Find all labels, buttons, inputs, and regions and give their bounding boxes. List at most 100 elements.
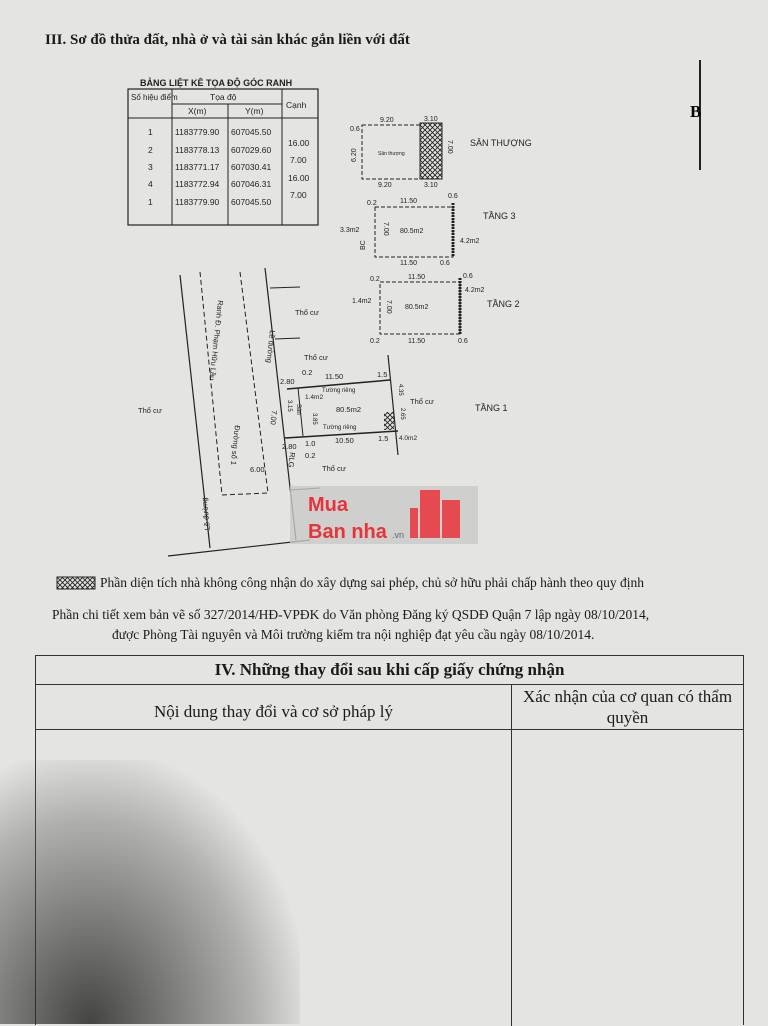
diagram-label: 3 [148, 162, 153, 172]
diagram-label: 0.6 [350, 126, 360, 133]
diagram-label: 11.50 [400, 260, 417, 267]
diagram-label: 3.10 [424, 182, 438, 189]
diagram-label: 0.2 [370, 338, 380, 345]
diagram-label: TẦNG 2 [487, 299, 520, 309]
diagram-label: Y(m) [245, 106, 264, 116]
table-row: 3 1183771.17 607030.41 [148, 162, 271, 172]
diagram-label: 1183772.94 [175, 179, 220, 189]
diagram-label: 11.50 [408, 274, 425, 281]
diagram-label: 0.2 [305, 451, 315, 460]
changes-cell [36, 730, 512, 1026]
diagram-label: 0.2 [370, 276, 380, 283]
section4-changes-table: IV. Những thay đổi sau khi cấp giấy chứn… [35, 655, 744, 1026]
diagram-label: 0.2 [302, 368, 312, 377]
diagram-label: Thổ cư [322, 464, 346, 473]
diagram-label: 607046.31 [231, 179, 271, 189]
diagram-label: Tường riêng [322, 388, 355, 394]
legend-note: Phần diện tích nhà không công nhận do xâ… [100, 575, 645, 590]
diagram-label: .vn [392, 530, 404, 540]
diagram-label: 0.6 [448, 193, 458, 200]
diagram-label: 0.6 [440, 260, 450, 267]
floor-rooftop: 9.20 3.10 9.20 3.10 0.6 6.20 Sân thượng … [350, 116, 532, 189]
diagram-label: 4.0m2 [399, 435, 417, 442]
confirmation-cell [512, 730, 743, 1026]
diagram-label: 2.65 [399, 408, 405, 420]
diagram-label: 11.50 [400, 198, 417, 205]
diagram-label: 1.4m2 [352, 298, 372, 305]
diagram-label: 1.5 [378, 434, 388, 443]
diagram-label: 1183779.90 [175, 127, 220, 137]
diagram-label: X(m) [188, 106, 207, 116]
diagram-label: 0.6 [458, 338, 468, 345]
diagram-label: 607030.41 [231, 162, 271, 172]
diagram-label: 80.5m2 [336, 405, 361, 414]
section3-title: III. Sơ đồ thửa đất, nhà ở và tài sản kh… [45, 32, 410, 48]
column-header-changes: Nội dung thay đổi và cơ sở pháp lý [36, 685, 512, 729]
diagram-label: 1.0 [305, 439, 315, 448]
diagram-label: Lề đường [265, 330, 277, 364]
diagram-label: 6.00 [250, 465, 265, 474]
diagram-label: Đường số 1 [229, 425, 242, 466]
diagram-label: 10.50 [335, 436, 354, 445]
diagram-label: 1 [148, 127, 153, 137]
diagram-label: 4 [148, 179, 153, 189]
diagram-label: 1183779.90 [175, 197, 220, 207]
diagram-label: Lề đường [200, 497, 212, 531]
diagram-label: 80.5m2 [400, 228, 423, 235]
diagram-label: 607045.50 [231, 127, 271, 137]
diagram-label: 11.50 [325, 372, 343, 381]
diagram-label: B [690, 102, 701, 121]
diagram-label: TẦNG 1 [475, 403, 508, 413]
diagram-label: Cạnh [286, 100, 307, 110]
diagram-label: 0.2 [367, 200, 377, 207]
diagram-label: 1183771.17 [175, 162, 220, 172]
diagram-label: 607029.60 [231, 145, 271, 155]
diagram-label: Số hiệu điểm [131, 93, 178, 102]
diagram-label: 2.80 [282, 442, 297, 451]
diagram-label: 11.50 [408, 338, 425, 345]
table-row: 1 1183779.90 607045.50 [148, 127, 271, 137]
diagram-label: 6.20 [351, 148, 358, 162]
diagram-label: Ban nha [308, 521, 388, 543]
diagram-label: 16.00 [288, 173, 310, 183]
diagram-label: 0.6 [463, 273, 473, 280]
diagram-label: 1.4m2 [305, 394, 323, 401]
floor-2: 11.50 11.50 0.2 0.2 0.6 0.6 80.5m2 1.4m2… [352, 273, 520, 345]
diagram-label: Mua [308, 494, 349, 516]
legend-hatch-swatch [56, 576, 96, 590]
watermark-logo: Mua Ban nha .vn [290, 486, 478, 544]
diagram-label: Tọa độ [210, 92, 237, 102]
diagram-label: 4.2m2 [460, 238, 480, 245]
column-header-confirmation: Xác nhận của cơ quan có thẩm quyền [522, 687, 733, 727]
diagram-label: 3.15 [286, 400, 292, 412]
photo-shadow [0, 760, 300, 1024]
diagram-label: 80.5m2 [405, 304, 428, 311]
diagram-label: 7.00 [290, 190, 307, 200]
corner-marker: B [690, 60, 701, 170]
diagram-label: BẢNG LIỆT KÊ TỌA ĐỘ GÓC RANH [140, 77, 292, 88]
table-row: 4 1183772.94 607046.31 [148, 179, 271, 189]
diagram-label: 3.85 [311, 413, 317, 425]
diagram-label: 4.35 [397, 384, 403, 396]
diagram-label: Thổ cư [138, 406, 162, 415]
diagram-label: Sân thượng [378, 151, 405, 157]
diagram-label: 1.5 [377, 370, 387, 379]
section4-title: IV. Những thay đổi sau khi cấp giấy chứn… [36, 656, 743, 685]
diagram-label: 4.2m2 [465, 287, 485, 294]
table-row: 1 1183779.90 607045.50 [148, 197, 271, 207]
diagram-label: TẦNG 3 [483, 211, 516, 221]
floor-3: 11.50 11.50 0.2 0.6 0.6 80.5m2 3.3m2 4.2… [340, 193, 516, 267]
diagram-label: 7.00 [290, 155, 307, 165]
coordinate-table: BẢNG LIỆT KÊ TỌA ĐỘ GÓC RANH Số hiệu điể… [127, 77, 319, 226]
diagram-label: 1 [148, 197, 153, 207]
diagram-label: 2.80 [280, 377, 295, 386]
diagram-label: 607045.50 [231, 197, 271, 207]
diagram-label: Thổ cư [410, 397, 434, 406]
diagram-label: 3.3m2 [340, 227, 360, 234]
diagram-label: 2 [148, 145, 153, 155]
diagram-label: 16.00 [288, 138, 310, 148]
diagram-label: Tường riêng [323, 425, 356, 431]
diagram-label: 7.00 [385, 300, 392, 314]
